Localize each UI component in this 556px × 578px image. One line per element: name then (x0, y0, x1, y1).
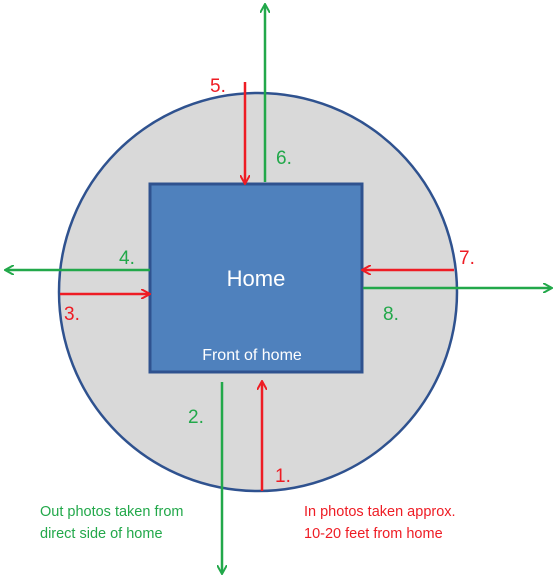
marker-6: 6. (276, 148, 292, 169)
marker-3: 3. (64, 304, 80, 325)
marker-1: 1. (275, 466, 291, 487)
in-photos-note-line2: 10-20 feet from home (304, 526, 443, 542)
marker-5: 5. (210, 76, 226, 97)
marker-8: 8. (383, 304, 399, 325)
out-photos-note-line2: direct side of home (40, 526, 163, 542)
in-photos-note-line1: In photos taken approx. (304, 504, 456, 520)
marker-7: 7. (459, 248, 475, 269)
front-of-home-label: Front of home (202, 347, 302, 364)
marker-2: 2. (188, 407, 204, 428)
home-box (148, 182, 364, 374)
marker-4: 4. (119, 248, 135, 269)
home-title: Home (227, 266, 286, 291)
out-photos-note-line1: Out photos taken from (40, 504, 183, 520)
